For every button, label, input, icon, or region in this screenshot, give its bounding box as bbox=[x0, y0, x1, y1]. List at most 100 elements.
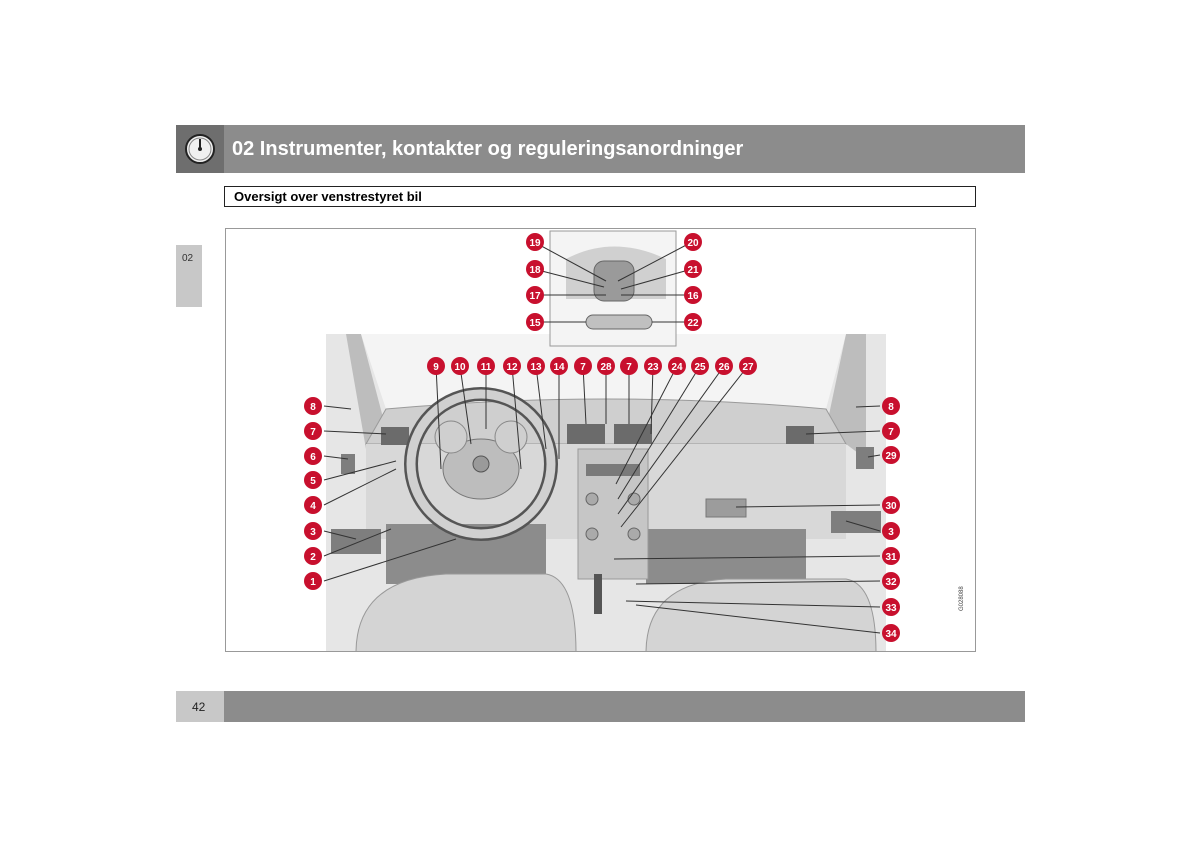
callout-7: 7 bbox=[882, 422, 900, 440]
callout-label: 23 bbox=[647, 362, 659, 373]
callout-label: 1 bbox=[310, 577, 316, 588]
callout-label: 5 bbox=[310, 476, 316, 487]
callout-14: 14 bbox=[550, 357, 568, 375]
callout-label: 30 bbox=[885, 501, 897, 512]
callout-circle bbox=[882, 522, 900, 540]
steering-wheel-rim-highlight bbox=[406, 389, 556, 539]
callout-17: 17 bbox=[526, 286, 544, 304]
callout-label: 29 bbox=[885, 451, 897, 462]
page-number-box: 42 bbox=[176, 691, 224, 722]
page-number: 42 bbox=[192, 700, 206, 714]
vent-center-right bbox=[614, 424, 652, 444]
callout-circle bbox=[715, 357, 733, 375]
logo-icon bbox=[472, 455, 490, 473]
callout-label: 16 bbox=[687, 291, 699, 302]
gear-lever bbox=[594, 574, 602, 614]
callout-22: 22 bbox=[684, 313, 702, 331]
callout-circle bbox=[304, 397, 322, 415]
callout-circle bbox=[684, 286, 702, 304]
callout-label: 34 bbox=[885, 629, 897, 640]
callout-circle bbox=[304, 496, 322, 514]
callout-label: 33 bbox=[885, 603, 897, 614]
tachometer-gauge bbox=[494, 420, 528, 454]
overhead-control-panel bbox=[593, 260, 635, 302]
display bbox=[586, 464, 640, 476]
callout-label: 7 bbox=[626, 362, 632, 373]
right-door-handle bbox=[856, 447, 874, 469]
callout-5: 5 bbox=[304, 471, 322, 489]
callout-21: 21 bbox=[684, 260, 702, 278]
callout-circle bbox=[304, 447, 322, 465]
callout-label: 7 bbox=[580, 362, 586, 373]
section-title-text: Oversigt over venstrestyret bil bbox=[234, 189, 422, 204]
vent-left bbox=[381, 427, 409, 445]
vent-center-left bbox=[567, 424, 605, 444]
callout-circle bbox=[550, 357, 568, 375]
callout-label: 20 bbox=[687, 238, 699, 249]
callout-13: 13 bbox=[527, 357, 545, 375]
callout-label: 15 bbox=[529, 318, 541, 329]
callout-19: 19 bbox=[526, 233, 544, 251]
callout-3: 3 bbox=[882, 522, 900, 540]
callout-circle bbox=[477, 357, 495, 375]
callout-lines bbox=[323, 241, 881, 634]
callout-circle bbox=[451, 357, 469, 375]
callout-label: 12 bbox=[506, 362, 518, 373]
chapter-tab-label: 02 bbox=[182, 253, 194, 264]
callout-7: 7 bbox=[574, 357, 592, 375]
callout-circle bbox=[304, 547, 322, 565]
callout-label: 25 bbox=[694, 362, 706, 373]
callout-circle bbox=[597, 357, 615, 375]
callout-label: 26 bbox=[718, 362, 730, 373]
callout-label: 8 bbox=[888, 402, 894, 413]
callout-label: 18 bbox=[529, 265, 541, 276]
callout-label: 4 bbox=[310, 501, 316, 512]
left-a-pillar bbox=[346, 334, 386, 449]
callout-2: 2 bbox=[304, 547, 322, 565]
callout-label: 11 bbox=[481, 362, 492, 373]
figure-code: G028088 bbox=[959, 586, 965, 611]
callout-circle bbox=[526, 260, 544, 278]
speedometer-gauge bbox=[434, 420, 468, 454]
callout-label: 2 bbox=[310, 552, 316, 563]
callout-circle bbox=[668, 357, 686, 375]
callout-32: 32 bbox=[882, 572, 900, 590]
right-footwell bbox=[646, 529, 806, 584]
left-door-handle bbox=[341, 454, 355, 474]
callout-circle bbox=[684, 233, 702, 251]
callout-circle bbox=[691, 357, 709, 375]
knob-left-upper bbox=[585, 492, 599, 506]
callout-circle bbox=[526, 286, 544, 304]
callout-label: 6 bbox=[310, 452, 316, 463]
callout-label: 32 bbox=[885, 577, 897, 588]
callout-circle bbox=[304, 572, 322, 590]
callout-circle bbox=[739, 357, 757, 375]
callout-circle bbox=[304, 471, 322, 489]
callout-label: 28 bbox=[600, 362, 612, 373]
callout-33: 33 bbox=[882, 598, 900, 616]
callout-8: 8 bbox=[882, 397, 900, 415]
callout-circle bbox=[620, 357, 638, 375]
knob-left-lower bbox=[585, 527, 599, 541]
callout-label: 7 bbox=[888, 427, 894, 438]
callout-6: 6 bbox=[304, 447, 322, 465]
callout-circle bbox=[527, 357, 545, 375]
callout-8: 8 bbox=[304, 397, 322, 415]
callout-circle bbox=[882, 496, 900, 514]
callout-circle bbox=[684, 260, 702, 278]
callout-circle bbox=[304, 522, 322, 540]
callout-23: 23 bbox=[644, 357, 662, 375]
callout-label: 9 bbox=[433, 362, 439, 373]
callout-11: 11 bbox=[477, 357, 495, 375]
callout-27: 27 bbox=[739, 357, 757, 375]
chapter-tab: 02 bbox=[176, 245, 202, 307]
callout-label: 3 bbox=[310, 527, 316, 538]
callout-30: 30 bbox=[882, 496, 900, 514]
callout-7: 7 bbox=[304, 422, 322, 440]
callout-label: 22 bbox=[687, 318, 699, 329]
callout-circle bbox=[684, 313, 702, 331]
callout-label: 21 bbox=[687, 265, 699, 276]
rearview-mirror bbox=[585, 314, 653, 330]
